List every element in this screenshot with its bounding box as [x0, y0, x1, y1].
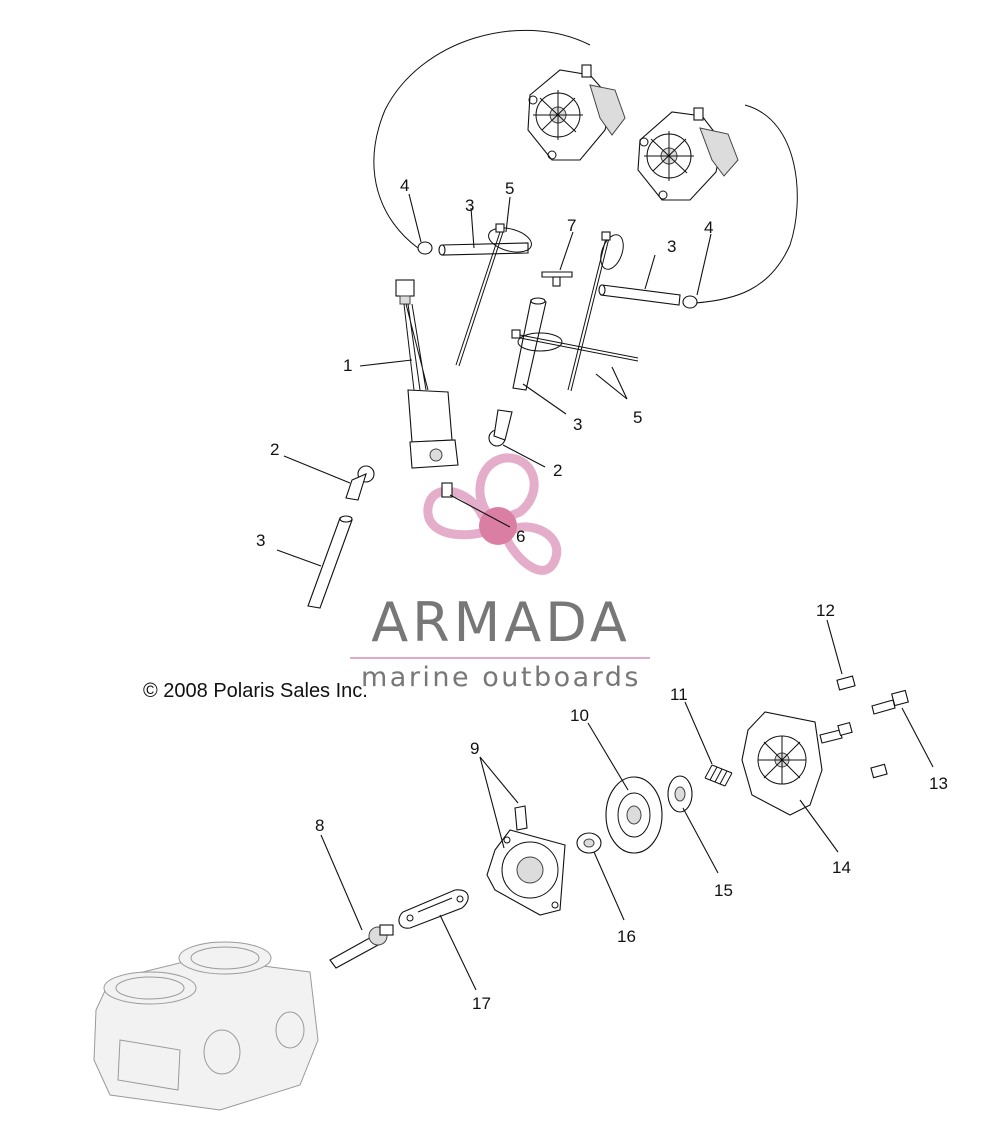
callout-3-upper-left: 3 — [465, 196, 474, 215]
callout-15: 15 — [714, 881, 733, 900]
leader-lines — [276, 193, 934, 991]
bolt-13-lower — [870, 763, 888, 779]
callout-7: 7 — [567, 216, 576, 235]
gasket-17 — [398, 889, 469, 929]
callout-14: 14 — [832, 858, 851, 877]
callout-5-upper: 5 — [505, 179, 514, 198]
callout-3-lower: 3 — [256, 531, 265, 550]
fuel-pump-left — [527, 64, 626, 161]
callout-2-right: 2 — [553, 461, 562, 480]
diaphragm-10 — [605, 776, 663, 854]
callout-3-center: 3 — [573, 415, 582, 434]
cable-tie-5-center — [511, 329, 639, 362]
spring-cup-15 — [667, 775, 693, 813]
elbow-fitting-2-right — [488, 409, 513, 447]
hose-3-upper-left — [438, 242, 529, 256]
spring-11 — [704, 764, 733, 787]
cable-tie-5-right — [567, 231, 624, 392]
armada-tagline: marine outboards — [360, 662, 641, 693]
bolt-13-upper — [871, 689, 909, 715]
callout-17: 17 — [472, 994, 491, 1013]
clamp-4-right — [682, 295, 698, 309]
callout-16: 16 — [617, 927, 636, 946]
cylinder-block — [93, 941, 319, 1111]
hose-3-center — [512, 297, 547, 391]
cable-tie-5-left — [455, 223, 532, 367]
callout-2-left: 2 — [270, 440, 279, 459]
pump-housing-9 — [486, 805, 566, 916]
hose-route-left — [373, 29, 591, 249]
callout-13: 13 — [929, 774, 948, 793]
tee-fitting-7 — [541, 271, 573, 287]
hose-route-right — [694, 104, 798, 304]
screw-12 — [836, 675, 856, 691]
bolt-13-middle — [819, 721, 853, 744]
callout-10: 10 — [570, 706, 589, 725]
callout-11: 11 — [670, 685, 688, 704]
callout-6: 6 — [516, 527, 525, 546]
callout-4-right: 4 — [704, 218, 713, 237]
clamp-4-left — [417, 241, 433, 255]
callout-4-left: 4 — [400, 176, 409, 195]
callout-3-upper-right: 3 — [667, 237, 676, 256]
pump-cover-14 — [741, 711, 823, 816]
elbow-fitting-2-left — [345, 465, 375, 501]
callout-8: 8 — [315, 816, 324, 835]
callout-1: 1 — [343, 356, 352, 375]
sensor-1 — [395, 279, 459, 498]
wordmark-underline — [350, 657, 650, 659]
callout-labels: 1 2 2 3 3 3 3 4 4 5 5 6 7 8 9 10 11 12 1… — [256, 176, 948, 1013]
copyright-notice: © 2008 Polaris Sales Inc. — [143, 680, 368, 702]
needle-valve-8 — [329, 924, 394, 969]
callout-12: 12 — [816, 601, 835, 620]
hose-3-upper-right — [598, 284, 681, 306]
armada-propeller-logo — [423, 453, 562, 575]
washer-16 — [576, 832, 602, 854]
fuel-pump-right — [637, 107, 739, 201]
armada-wordmark: ARMADA — [371, 591, 631, 654]
callout-5-lower: 5 — [633, 408, 642, 427]
hose-3-lower — [307, 515, 353, 609]
callout-9: 9 — [470, 739, 479, 758]
